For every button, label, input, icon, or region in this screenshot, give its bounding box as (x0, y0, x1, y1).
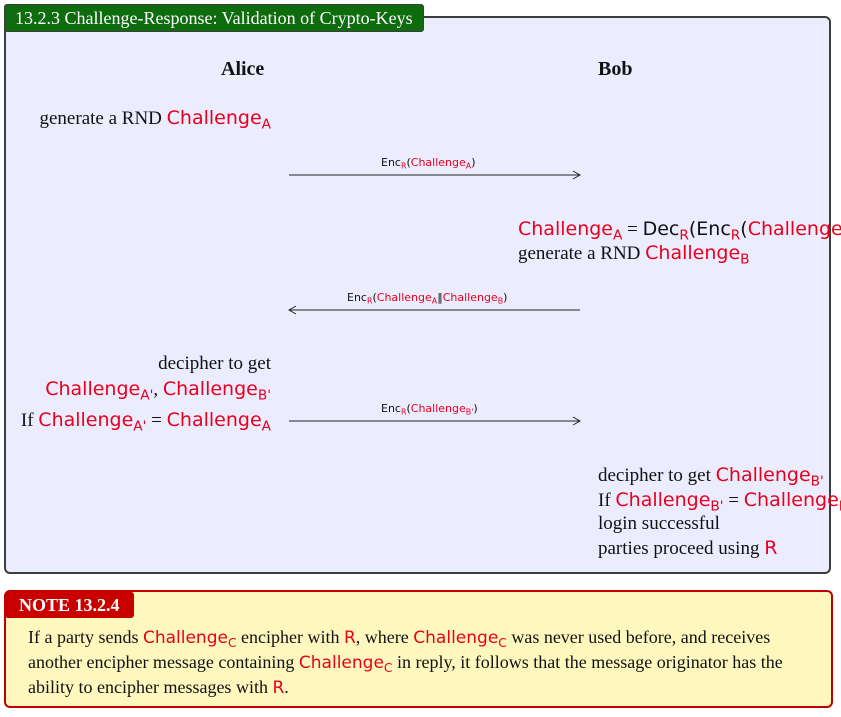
message-3-label: EncR(ChallengeB') (381, 402, 478, 417)
actor-alice: Alice (221, 58, 265, 80)
arrow-3-head (572, 416, 582, 426)
alice-check-condition: If ChallengeA' = ChallengeA (20, 409, 271, 435)
arrow-1-head (572, 170, 582, 180)
message-1-label: EncR(ChallengeA) (381, 156, 476, 171)
alice-step-generate: generate a RND ChallengeA (39, 107, 272, 133)
note-title: NOTE 13.2.4 (5, 592, 134, 618)
arrow-2-head (287, 305, 297, 315)
bob-generate: generate a RND ChallengeB (518, 242, 750, 268)
actor-bob: Bob (598, 58, 633, 80)
alice-challenge-a: ChallengeA (166, 107, 271, 133)
bob-final-check: If ChallengeB' = ChallengeB (598, 489, 841, 515)
bob-decrypt-equation: ChallengeA = DecR(EncR(ChallengeA)) (518, 218, 841, 244)
section-title: 13.2.3 Challenge-Response: Validation of… (4, 4, 424, 32)
message-2-label: EncR(ChallengeA‖ChallengeB) (347, 291, 508, 306)
alice-decipher-line: decipher to get (158, 353, 271, 374)
alice-decipher-values: ChallengeA', ChallengeB' (45, 378, 271, 404)
bob-final-proceed: parties proceed using R (598, 537, 778, 559)
note-box (4, 590, 833, 708)
bob-final-decipher: decipher to get ChallengeB' (598, 464, 824, 490)
bob-final-login: login successful (598, 513, 720, 534)
note-body: If a party sends ChallengeC encipher wit… (28, 627, 783, 698)
diagram-box (4, 16, 831, 574)
alice-generate-text: generate a RND (39, 108, 162, 129)
